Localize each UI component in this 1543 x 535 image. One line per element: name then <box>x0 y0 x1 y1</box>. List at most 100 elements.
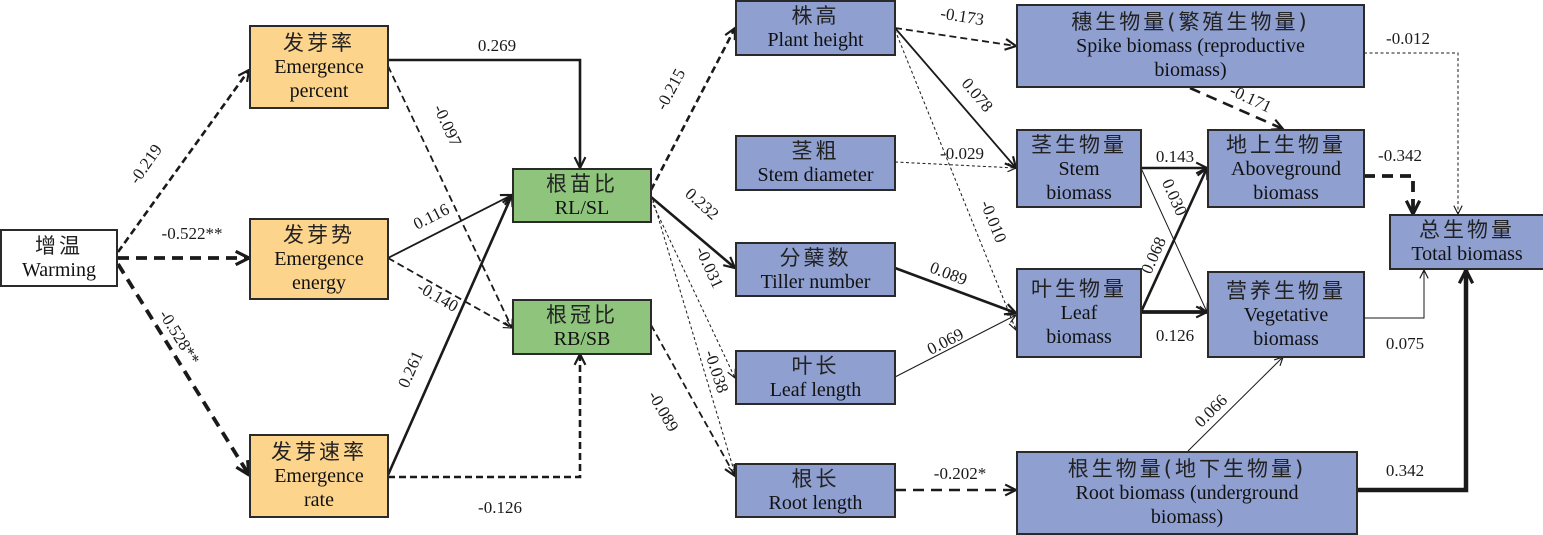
coef-label: -0.528** <box>155 306 203 368</box>
edge-tiller-to-leaf-biomass <box>894 266 1016 313</box>
coef-label: -0.126 <box>478 498 522 517</box>
node-label-en: energy <box>291 272 347 294</box>
coef-label: -0.219 <box>125 141 166 188</box>
coef-label: 0.075 <box>1386 334 1424 353</box>
edge-rlsl-to-root-length <box>652 199 735 474</box>
node-leaf-biomass: 叶生物量 Leaf biomass <box>1016 268 1142 358</box>
coef-label: -0.140 <box>414 277 462 315</box>
node-root-biomass: 根生物量(地下生物量) Root biomass (underground bi… <box>1016 451 1358 535</box>
edge-rlsl-to-tiller-number <box>650 196 735 268</box>
edge-warming-to-emergence-percent <box>116 70 249 253</box>
node-label-zh: 根长 <box>791 466 840 491</box>
edge-spike-to-total <box>1364 52 1458 214</box>
coef-label: -0.012 <box>1386 29 1430 48</box>
node-label-en: percent <box>289 80 349 102</box>
node-leaf-length: 叶长 Leaf length <box>735 350 896 405</box>
coef-label: 0.078 <box>958 74 997 116</box>
node-label-zh: 增温 <box>35 234 83 258</box>
node-label-en: Emergence <box>274 56 364 78</box>
coef-label: 0.232 <box>681 184 722 224</box>
node-emergence-energy: 发芽势 Emergence energy <box>249 218 389 300</box>
edge-plant-height-to-leaf-biomass <box>894 29 1016 330</box>
edge-percent-to-rbsb <box>387 65 513 328</box>
coef-label: -0.173 <box>939 4 985 30</box>
node-label-en: biomass <box>1253 181 1319 204</box>
coef-label: 0.030 <box>1158 176 1191 219</box>
node-stem-diameter: 茎粗 Stem diameter <box>735 135 896 191</box>
node-label-en: Emergence <box>274 465 364 487</box>
node-label-zh: 地上生物量 <box>1226 132 1346 157</box>
edge-root-biomass-to-vegetative <box>1187 357 1283 452</box>
edge-aboveground-to-total <box>1364 174 1413 214</box>
node-label-en: biomass <box>1046 326 1112 348</box>
node-stem-biomass: 茎生物量 Stem biomass <box>1016 129 1142 208</box>
edge-percent-to-rlsl <box>388 58 580 168</box>
coef-label: 0.126 <box>1156 326 1194 345</box>
node-label-en: Plant height <box>767 29 864 51</box>
node-total-biomass: 总生物量 Total biomass <box>1389 214 1543 270</box>
node-label-en: Aboveground <box>1231 157 1341 180</box>
edge-leaf-to-aboveground <box>1139 168 1207 313</box>
coef-label: 0.342 <box>1386 461 1424 480</box>
node-label-en: biomass <box>1046 181 1112 204</box>
edge-root-biomass-to-total <box>1357 270 1466 493</box>
node-label-en: biomass <box>1253 327 1319 350</box>
coef-label: -0.522** <box>162 224 223 243</box>
coef-label: -0.202* <box>934 464 986 483</box>
node-rl-sl: 根苗比 RL/SL <box>512 168 652 223</box>
node-label-en: biomass) <box>1154 59 1227 81</box>
edge-plant-height-to-stem-biomass <box>894 27 1016 168</box>
edge-rate-to-rbsb <box>388 354 580 479</box>
coef-label: -0.342 <box>1378 146 1422 165</box>
coef-label: -0.089 <box>644 387 682 435</box>
node-label-zh: 发芽速率 <box>271 440 367 464</box>
node-label-zh: 总生物量 <box>1419 218 1515 242</box>
edge-rlsl-to-leaf-length <box>650 199 735 378</box>
edge-energy-to-rbsb <box>387 257 512 329</box>
node-label-zh: 茎粗 <box>791 139 840 163</box>
node-label-zh: 茎生物量 <box>1031 132 1127 157</box>
node-warming: 增温 Warming <box>0 229 118 287</box>
coef-label: 0.143 <box>1156 147 1194 166</box>
node-label-zh: 株高 <box>791 4 840 28</box>
node-vegetative-biomass: 营养生物量 Vegetative biomass <box>1207 271 1365 358</box>
node-label-en: Spike biomass (reproductive <box>1076 35 1305 57</box>
node-label-zh: 根苗比 <box>546 171 618 196</box>
node-label-zh: 发芽势 <box>283 223 355 247</box>
node-root-length: 根长 Root length <box>735 463 896 518</box>
edge-rate-to-rlsl <box>386 195 512 476</box>
coef-label: 0.069 <box>924 324 967 358</box>
edge-rbsb-to-root-length <box>650 324 735 476</box>
node-label-zh: 叶长 <box>791 353 840 378</box>
node-aboveground-biomass: 地上生物量 Aboveground biomass <box>1207 129 1365 208</box>
coef-label: 0.089 <box>927 258 970 289</box>
node-label-zh: 根生物量(地下生物量) <box>1067 457 1307 481</box>
coef-label: -0.038 <box>701 348 733 396</box>
coef-label: -0.215 <box>652 65 689 113</box>
coef-label: -0.010 <box>976 197 1010 245</box>
coef-label: -0.029 <box>940 144 984 163</box>
coef-label: -0.097 <box>430 101 466 149</box>
edge-plant-height-to-spike-biomass <box>894 27 1016 46</box>
node-rb-sb: 根冠比 RB/SB <box>512 299 652 355</box>
edge-energy-to-rlsl <box>387 195 512 259</box>
node-label-zh: 发芽率 <box>283 31 355 55</box>
node-emergence-percent: 发芽率 Emergence percent <box>249 25 389 109</box>
node-label-en: biomass) <box>1150 506 1224 528</box>
node-label-en: Leaf <box>1060 302 1098 324</box>
node-label-en: Vegetative <box>1243 303 1329 326</box>
node-label-en: Leaf length <box>769 378 862 401</box>
node-label-zh: 营养生物量 <box>1226 278 1346 303</box>
coef-label: 0.066 <box>1191 391 1231 431</box>
node-plant-height: 株高 Plant height <box>735 0 896 56</box>
edge-warming-to-emergence-rate <box>116 262 249 475</box>
node-label-zh: 穗生物量(繁殖生物量) <box>1071 10 1310 34</box>
node-label-en: rate <box>304 489 334 511</box>
node-emergence-rate: 发芽速率 Emergence rate <box>249 434 389 518</box>
node-label-en: Stem <box>1058 157 1100 180</box>
node-label-en: Emergence <box>274 248 364 270</box>
node-label-en: Root biomass (underground <box>1075 482 1299 504</box>
node-label-en: Warming <box>22 259 96 281</box>
node-tiller-number: 分蘖数 Tiller number <box>735 242 896 297</box>
